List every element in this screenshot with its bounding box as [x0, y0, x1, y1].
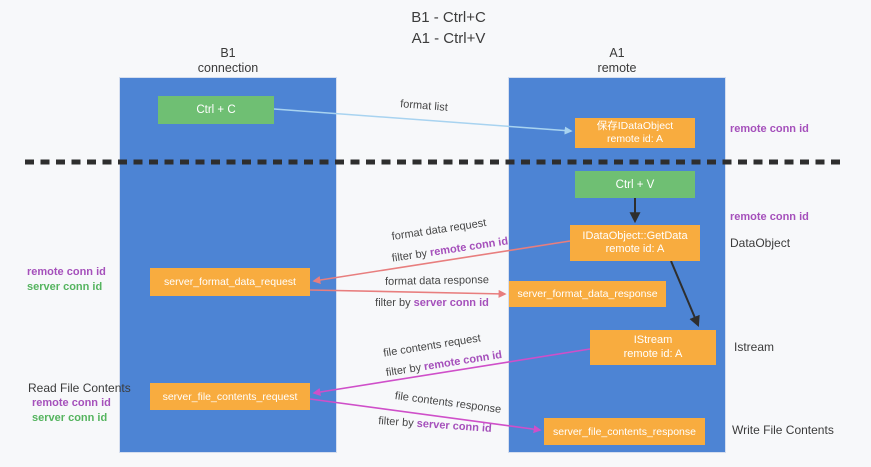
title-line-1: B1 - Ctrl+C	[411, 9, 486, 26]
format-data-response-label: format data response	[384, 274, 490, 288]
server-file-contents-request-label: server_file_contents_request	[162, 390, 298, 403]
server-format-data-response-label: server_format_data_response	[517, 288, 658, 300]
server-format-data-request-box: server_format_data_request	[150, 268, 310, 296]
left-column-title: B1	[220, 46, 236, 60]
save-dataobject-line2: remote id: A	[606, 133, 664, 145]
server-conn-id-label-left-2: server conn id	[32, 412, 108, 424]
server-format-data-response-box: server_format_data_response	[509, 281, 666, 307]
filter-by-text: filter by	[377, 415, 418, 430]
title-line-2: A1 - Ctrl+V	[411, 30, 486, 47]
server-file-contents-request-box: server_file_contents_request	[150, 383, 310, 410]
filter-by-text: filter by	[391, 247, 431, 265]
ctrl-v-label: Ctrl + V	[615, 178, 655, 191]
remote-conn-id-label-top-right: remote conn id	[730, 123, 809, 135]
left-column-subtitle: connection	[197, 61, 259, 75]
right-column-header: A1 remote	[509, 46, 725, 76]
format-data-response-filter-label: filter by server conn id	[375, 297, 489, 309]
right-column-subtitle: remote	[597, 61, 637, 75]
istream-side-label: Istream	[734, 340, 775, 354]
read-file-contents-label: Read File Contents	[28, 381, 131, 395]
getdata-line2: remote id: A	[605, 243, 665, 255]
istream-line1: IStream	[633, 334, 673, 346]
file-contents-response-label: file contents response	[394, 390, 502, 416]
dataobject-label: DataObject	[730, 236, 791, 250]
getdata-line1: IDataObject::GetData	[582, 229, 688, 242]
getdata-box: IDataObject::GetData remote id: A	[570, 225, 700, 261]
format-data-request-label: format data request	[390, 217, 488, 243]
ctrl-c-box: Ctrl + C	[158, 96, 274, 124]
save-dataobject-box: 保存IDataObject remote id: A	[575, 118, 695, 148]
save-dataobject-line1: 保存IDataObject	[596, 120, 674, 132]
server-conn-id-text: server conn id	[413, 297, 489, 309]
ctrl-v-box: Ctrl + V	[575, 171, 695, 198]
format-list-label: format list	[399, 98, 449, 114]
server-conn-id-label-left-1: server conn id	[27, 281, 103, 293]
filter-by-text: filter by	[385, 361, 426, 380]
remote-conn-id-text: remote conn id	[429, 235, 509, 259]
server-conn-id-text: server conn id	[416, 417, 493, 435]
remote-conn-id-text: remote conn id	[423, 348, 503, 374]
format-data-response-arrow	[309, 289, 507, 298]
server-file-contents-response-box: server_file_contents_response	[544, 418, 705, 445]
right-column-title: A1	[609, 46, 625, 60]
istream-box: IStream remote id: A	[590, 330, 716, 365]
page-title: B1 - Ctrl+C A1 - Ctrl+V	[13, 7, 871, 49]
server-format-data-request-label: server_format_data_request	[164, 276, 296, 288]
ctrl-c-label: Ctrl + C	[196, 104, 236, 116]
remote-conn-id-label-left-2: remote conn id	[32, 397, 111, 409]
server-file-contents-response-label: server_file_contents_response	[552, 425, 696, 438]
file-contents-response-filter-label: filter by server conn id	[378, 415, 492, 435]
filter-by-text: filter by	[375, 297, 414, 309]
write-file-contents-label: Write File Contents	[732, 423, 834, 437]
left-column-header: B1 connection	[120, 46, 336, 76]
istream-line2: remote id: A	[623, 347, 683, 360]
remote-conn-id-label-left-1: remote conn id	[27, 266, 106, 278]
remote-conn-id-label-mid-right: remote conn id	[730, 211, 809, 223]
